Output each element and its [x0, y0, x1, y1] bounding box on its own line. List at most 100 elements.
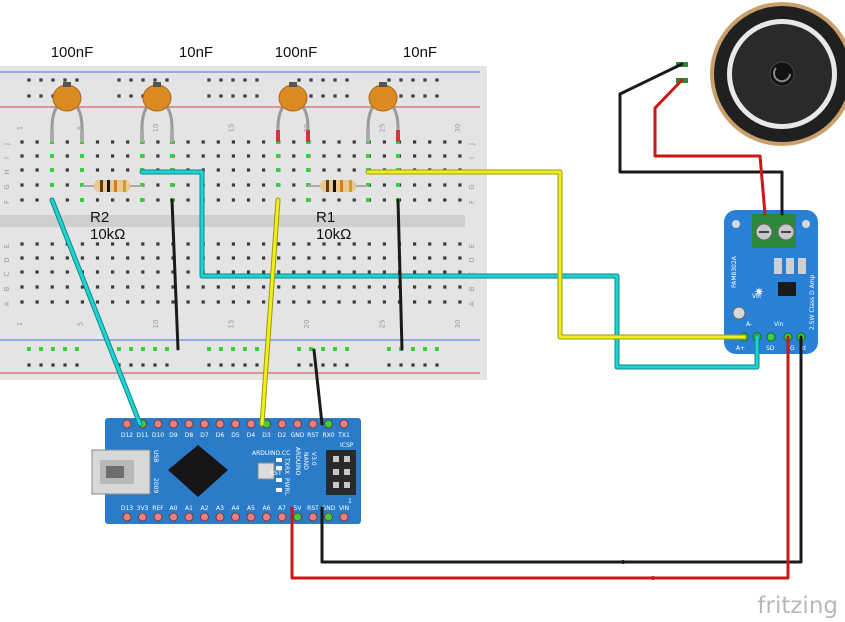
arduino-pin-vin[interactable] [339, 512, 349, 522]
breadboard-hole [262, 285, 266, 289]
breadboard-hole [20, 168, 24, 172]
arduino-brand-label: ARDUINO.CC [252, 450, 290, 457]
arduino-pin-gnd[interactable] [324, 512, 333, 522]
arduino-pin-d10[interactable] [153, 419, 163, 429]
arduino-pin-a4[interactable] [231, 512, 240, 522]
wire-black-speaker[interactable] [618, 62, 784, 216]
row-letter: A [3, 301, 11, 306]
rail-hole [117, 78, 121, 82]
arduino-pin-d8[interactable] [184, 419, 194, 429]
arduino-pin-gnd[interactable] [293, 419, 302, 429]
arduino-pin-a7[interactable] [277, 512, 287, 522]
breadboard-hole [428, 285, 432, 289]
breadboard-hole [367, 300, 371, 304]
capacitor-2[interactable] [140, 82, 174, 142]
wire-cyan-amp[interactable] [140, 170, 759, 369]
row-letter: C [3, 271, 11, 276]
wire-yellow-amp[interactable] [366, 170, 746, 339]
arduino-pin-a5[interactable] [246, 512, 256, 522]
volume-trimmer[interactable] [732, 306, 746, 320]
arduino-pin-d6[interactable] [215, 419, 225, 429]
capacitor-3[interactable] [276, 82, 310, 142]
breadboard-hole [443, 198, 447, 202]
arduino-pin-d4[interactable] [246, 419, 256, 429]
rail-hole-connected [129, 347, 133, 351]
capacitor-cap [153, 82, 161, 87]
breadboard-hole [458, 154, 462, 158]
arduino-pin-label: D7 [200, 432, 209, 439]
wire-red-speaker[interactable] [653, 78, 767, 216]
resistor-r1-band-1 [326, 180, 329, 192]
arduino-pin-5v[interactable] [293, 512, 302, 522]
rail-hole [387, 78, 391, 82]
breadboard-hole [262, 256, 266, 260]
resistor-r1-band-2 [333, 180, 336, 192]
arduino-pin-label: RST [307, 505, 319, 512]
arduino-pin-d13[interactable] [122, 512, 132, 522]
breadboard-hole [65, 140, 69, 144]
rail-hole [411, 363, 415, 367]
reset-button[interactable] [257, 462, 275, 480]
arduino-pin-a2[interactable] [200, 512, 209, 522]
arduino-pin-d9[interactable] [169, 419, 178, 429]
wire-black-gnd-amp[interactable] [320, 335, 803, 564]
wire-black-gnd-arduino[interactable] [312, 348, 324, 426]
breadboard-hole [231, 285, 235, 289]
breadboard-hole [458, 183, 462, 187]
rail-hole [399, 363, 403, 367]
arduino-pin-label: A1 [185, 505, 193, 512]
arduino-pin-tx1[interactable] [339, 419, 349, 429]
wire-black-gnd-1[interactable] [170, 198, 180, 351]
arduino-pin-a1[interactable] [184, 512, 194, 522]
arduino-pin-3v3[interactable] [138, 512, 147, 522]
rail-hole [321, 78, 325, 82]
breadboard-hole [367, 256, 371, 260]
wire-yellow-d3[interactable] [260, 198, 280, 426]
breadboard-hole [35, 168, 39, 172]
breadboard-hole [95, 198, 100, 202]
arduino-pin-d5[interactable] [231, 419, 240, 429]
arduino-pin-label: REF [152, 505, 164, 512]
arduino-pin-rx0[interactable] [324, 419, 333, 429]
resistor-r1[interactable] [308, 180, 368, 192]
arduino-pin-d12[interactable] [122, 419, 132, 429]
breadboard-hole [292, 198, 296, 202]
arduino-pin-label: VIN [339, 505, 349, 512]
amp-pin-label-a-plus: A+ [736, 345, 745, 352]
rx-led [276, 466, 282, 470]
breadboard-hole [216, 285, 220, 289]
wire-red-5v-amp[interactable] [290, 335, 790, 580]
arduino-pin-d2[interactable] [277, 419, 287, 429]
breadboard-hole [35, 242, 39, 246]
wire-black-gnd-2[interactable] [396, 198, 404, 351]
rail-hole [39, 363, 43, 367]
arduino-pin-a6[interactable] [262, 512, 271, 522]
arduino-pin-ref[interactable] [153, 512, 163, 522]
arduino-pin-d7[interactable] [200, 419, 209, 429]
arduino-pin-rst[interactable] [308, 419, 318, 429]
breadboard-hole [111, 198, 115, 202]
arduino-pin-a0[interactable] [169, 512, 178, 522]
capacitor-body [278, 84, 308, 112]
rail-hole [387, 363, 391, 367]
breadboard-hole [322, 154, 326, 158]
capacitor-4[interactable] [366, 82, 400, 142]
breadboard-hole [413, 256, 417, 260]
amp-pin-sd[interactable] [766, 332, 776, 342]
capacitor-lead-end [276, 130, 280, 142]
breadboard-hole [337, 300, 341, 304]
column-number: 15 [227, 320, 235, 329]
rail-hole [51, 78, 55, 82]
rail-hole [231, 78, 235, 82]
wire-cyan-d11[interactable] [50, 198, 142, 426]
resistor-r2[interactable] [82, 180, 142, 192]
rail-hole [207, 363, 211, 367]
arduino-pin-rst[interactable] [308, 512, 318, 522]
capacitor-1[interactable] [50, 82, 84, 142]
amp-cap-3 [798, 258, 806, 274]
arduino-pin-a3[interactable] [215, 512, 225, 522]
breadboard-hole [111, 256, 115, 260]
breadboard-hole [156, 242, 160, 246]
rail-hole [219, 363, 223, 367]
